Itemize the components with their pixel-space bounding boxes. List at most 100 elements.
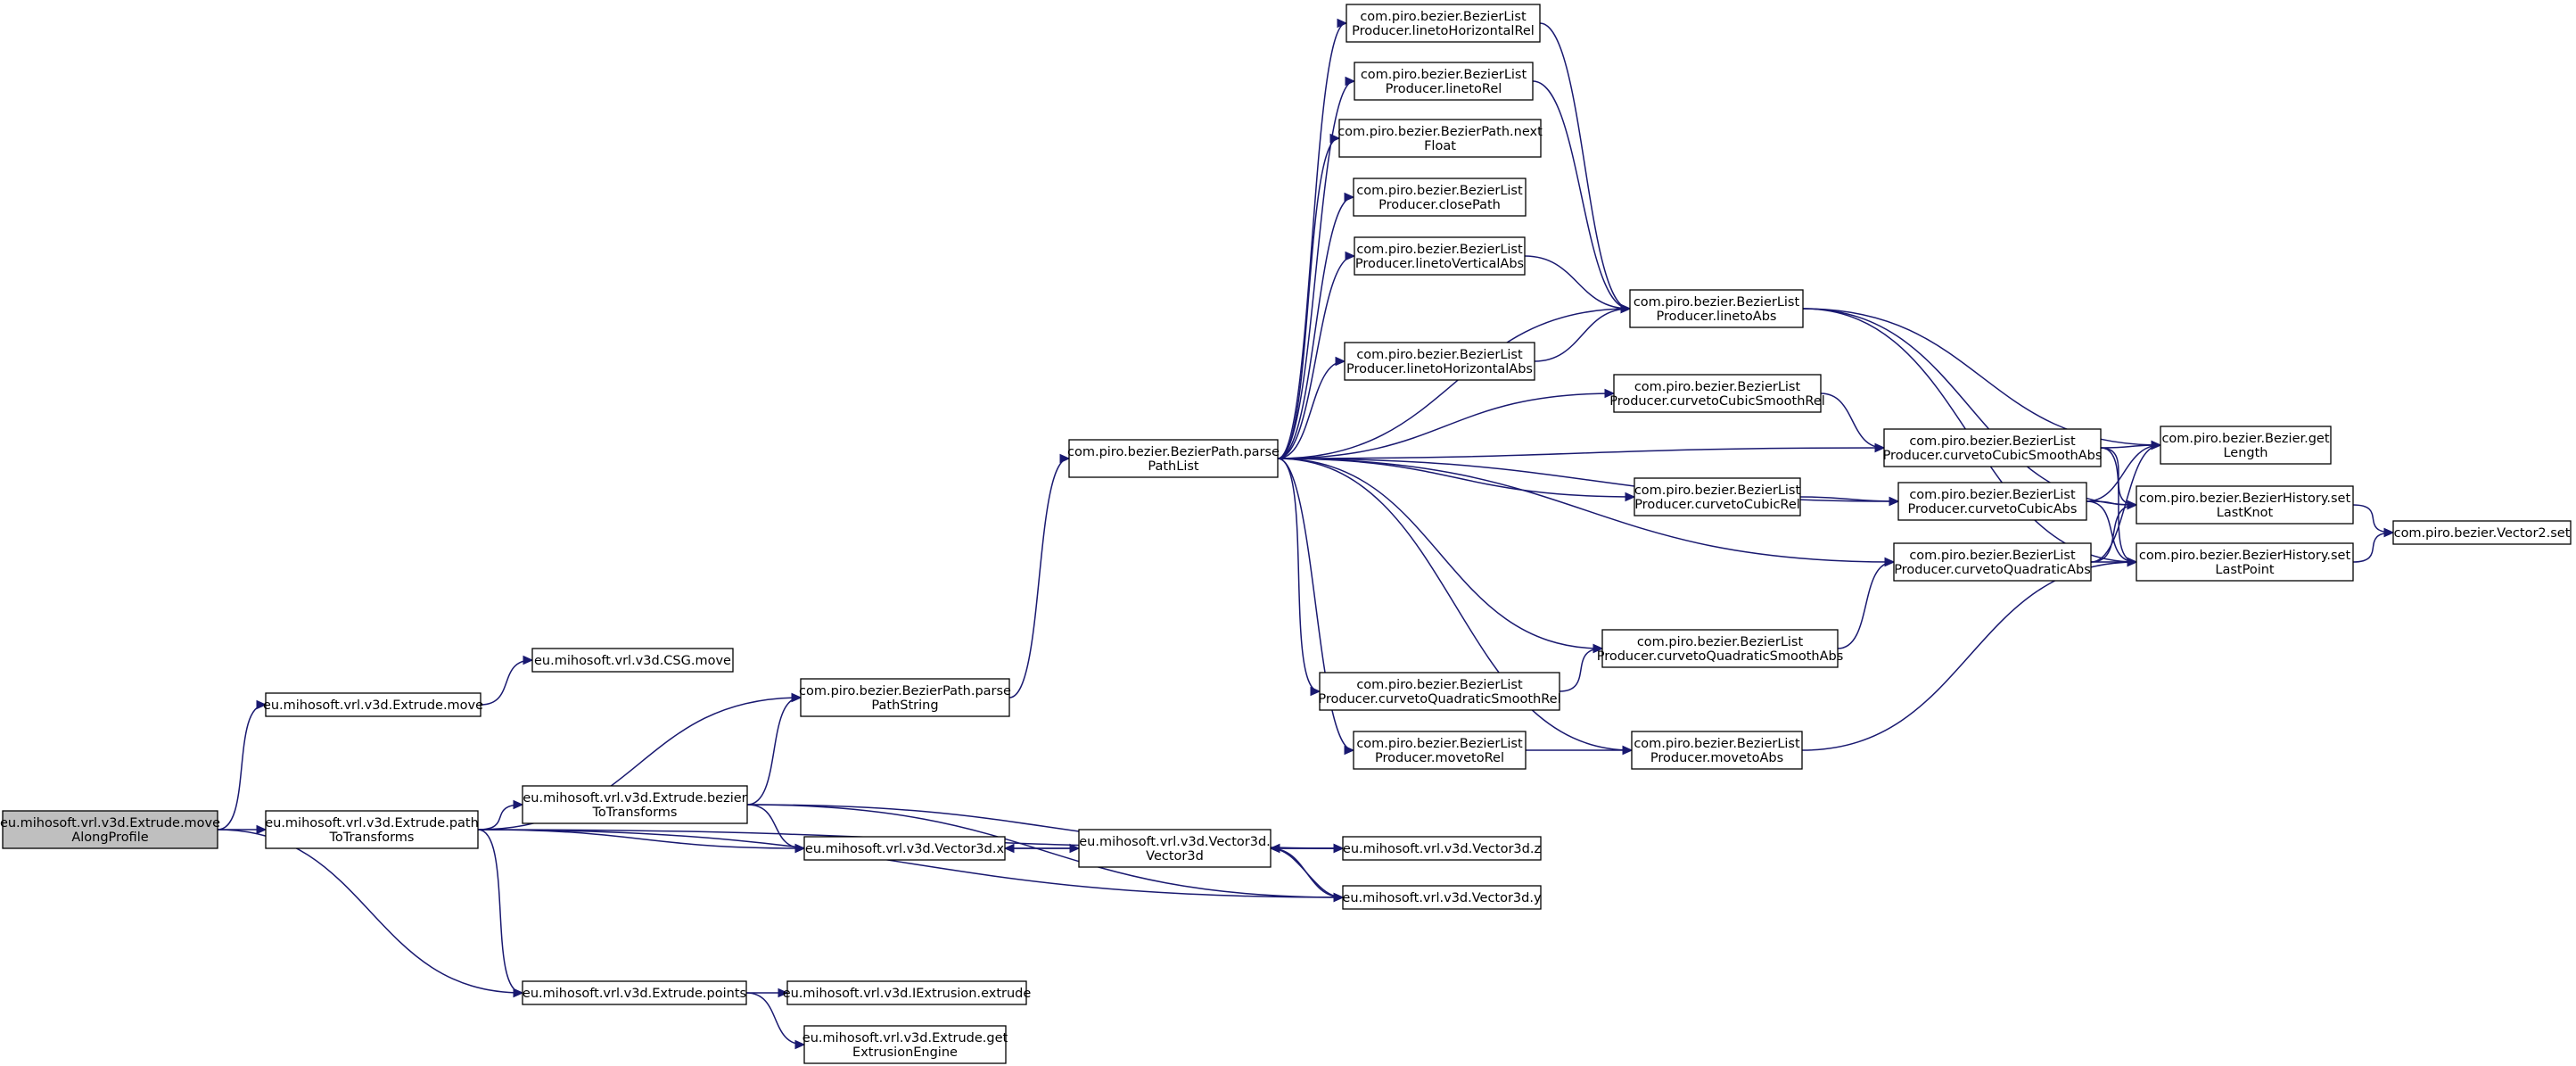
- node-label-line: Producer.linetoHorizontalAbs: [1346, 362, 1533, 376]
- node-label-line: com.piro.bezier.BezierList: [1360, 10, 1527, 24]
- node-label-line: com.piro.bezier.BezierList: [1356, 348, 1523, 362]
- node-close[interactable]: com.piro.bezier.BezierListProducer.close…: [1353, 178, 1527, 217]
- node-lHAbs[interactable]: com.piro.bezier.BezierListProducer.linet…: [1344, 342, 1535, 381]
- node-cQSAbs[interactable]: com.piro.bezier.BezierListProducer.curve…: [1597, 629, 1844, 668]
- node-root[interactable]: eu.mihosoft.vrl.v3d.Extrude.moveAlongPro…: [0, 810, 220, 849]
- edge-bez2t-to-vy: [746, 804, 1343, 898]
- node-points[interactable]: eu.mihosoft.vrl.v3d.Extrude.points: [522, 980, 747, 1005]
- node-lHRel[interactable]: com.piro.bezier.BezierListProducer.linet…: [1346, 4, 1541, 43]
- node-box: [2136, 542, 2354, 582]
- node-p2t[interactable]: eu.mihosoft.vrl.v3d.Extrude.pathToTransf…: [265, 810, 479, 849]
- node-label-line: Producer.linetoHorizontalRel: [1352, 24, 1535, 38]
- node-lAbs[interactable]: com.piro.bezier.BezierListProducer.linet…: [1629, 289, 1804, 328]
- edge-cCRel-to-cCAbs: [1799, 496, 1898, 502]
- node-label-line: eu.mihosoft.vrl.v3d.Extrude.points: [523, 987, 746, 1001]
- edge-bez2t-to-parseStr: [746, 697, 801, 806]
- node-box: [1629, 289, 1804, 328]
- edge-parseList-to-cQSRel: [1277, 458, 1320, 692]
- node-box: [800, 678, 1010, 717]
- edge-lAbs-to-setKnot: [1802, 308, 2136, 506]
- node-label-line: com.piro.bezier.BezierList: [1356, 184, 1523, 198]
- edge-mAbs-to-setPoint: [1801, 561, 2136, 751]
- node-cCRel[interactable]: com.piro.bezier.BezierListProducer.curve…: [1634, 477, 1801, 516]
- edge-arrowhead: [523, 655, 534, 665]
- node-label-line: Vector3d: [1146, 849, 1204, 864]
- edge-arrowhead: [2127, 557, 2138, 567]
- node-bez2t[interactable]: eu.mihosoft.vrl.v3d.Extrude.bezierToTran…: [522, 785, 748, 824]
- edge-arrowhead: [1003, 843, 1015, 854]
- node-label-line: Producer.curvetoCubicSmoothAbs: [1883, 449, 2103, 463]
- node-getEng[interactable]: eu.mihosoft.vrl.v3d.Extrude.getExtrusion…: [802, 1025, 1008, 1064]
- node-label-line: ExtrusionEngine: [852, 1045, 958, 1060]
- node-mAbs[interactable]: com.piro.bezier.BezierListProducer.movet…: [1631, 731, 1803, 770]
- node-vy[interactable]: eu.mihosoft.vrl.v3d.Vector3d.y: [1342, 885, 1542, 910]
- node-label-line: com.piro.bezier.BezierHistory.set: [2139, 492, 2351, 506]
- node-label-line: com.piro.bezier.BezierList: [1361, 68, 1527, 82]
- node-cQAbs[interactable]: com.piro.bezier.BezierListProducer.curve…: [1893, 542, 2092, 582]
- node-box: [1631, 731, 1803, 770]
- node-csgmove[interactable]: eu.mihosoft.vrl.v3d.CSG.move: [531, 648, 734, 673]
- edge-cCAbs-to-getLen: [2086, 444, 2160, 502]
- node-setPoint[interactable]: com.piro.bezier.BezierHistory.setLastPoi…: [2136, 542, 2354, 582]
- node-label-line: Producer.curvetoQuadraticAbs: [1894, 563, 2091, 577]
- edge-arrowhead: [791, 692, 802, 703]
- node-vz[interactable]: eu.mihosoft.vrl.v3d.Vector3d.z: [1342, 836, 1542, 861]
- node-label-line: com.piro.bezier.BezierPath.parse: [799, 684, 1011, 698]
- node-box: [1353, 178, 1527, 217]
- node-label-line: eu.mihosoft.vrl.v3d.Vector3d.x: [805, 842, 1005, 856]
- node-label-line: eu.mihosoft.vrl.v3d.Vector3d.y: [1342, 891, 1542, 905]
- node-lVAbs[interactable]: com.piro.bezier.BezierListProducer.linet…: [1354, 236, 1526, 276]
- node-box: [522, 980, 747, 1005]
- node-box: [265, 810, 479, 849]
- edge-parseList-to-mAbs: [1277, 458, 1632, 751]
- edge-parseList-to-cCSAbs: [1277, 447, 1884, 459]
- edge-setPoint-to-v2set: [2352, 532, 2393, 563]
- node-box: [1346, 4, 1541, 43]
- edge-p2t-to-bez2t: [477, 804, 523, 830]
- node-cCSAbs[interactable]: com.piro.bezier.BezierListProducer.curve…: [1883, 428, 2103, 467]
- node-label-line: eu.mihosoft.vrl.v3d.IExtrusion.extrude: [783, 987, 1032, 1001]
- node-setKnot[interactable]: com.piro.bezier.BezierHistory.setLastKno…: [2136, 485, 2354, 525]
- node-cCSRel[interactable]: com.piro.bezier.BezierListProducer.curve…: [1609, 374, 1825, 413]
- node-label-line: eu.mihosoft.vrl.v3d.Extrude.get: [802, 1031, 1008, 1045]
- node-label-line: Producer.movetoRel: [1375, 751, 1504, 765]
- edge-v3d-to-vy: [1270, 847, 1343, 898]
- edge-arrowhead: [1593, 643, 1604, 654]
- edge-arrowhead: [256, 824, 267, 835]
- node-label-line: Producer.curvetoCubicRel: [1634, 498, 1800, 512]
- edge-layer: [217, 18, 2395, 1050]
- edge-cQSAbs-to-cQAbs: [1837, 561, 1894, 649]
- node-cCAbs[interactable]: com.piro.bezier.BezierListProducer.curve…: [1897, 482, 2087, 521]
- node-label-line: com.piro.bezier.BezierList: [1634, 737, 1800, 751]
- node-box: [1601, 629, 1839, 668]
- node-lRel[interactable]: com.piro.bezier.BezierListProducer.linet…: [1354, 62, 1534, 101]
- node-v2set[interactable]: com.piro.bezier.Vector2.set: [2392, 520, 2572, 545]
- node-iextrude[interactable]: eu.mihosoft.vrl.v3d.IExtrusion.extrude: [783, 980, 1032, 1005]
- node-move[interactable]: eu.mihosoft.vrl.v3d.Extrude.move: [263, 692, 483, 717]
- edge-cQAbs-to-setKnot: [2090, 504, 2136, 563]
- node-box: [1338, 119, 1542, 158]
- node-v3d[interactable]: eu.mihosoft.vrl.v3d.Vector3d.Vector3d: [1078, 829, 1272, 868]
- node-label-line: Producer.curvetoCubicSmoothRel: [1609, 394, 1825, 409]
- node-box: [531, 648, 734, 673]
- node-label-line: com.piro.bezier.BezierList: [1909, 488, 2076, 502]
- node-box: [2160, 426, 2332, 465]
- node-cQSRel[interactable]: com.piro.bezier.BezierListProducer.curve…: [1318, 672, 1561, 711]
- edge-arrowhead: [513, 799, 524, 810]
- node-mRel[interactable]: com.piro.bezier.BezierListProducer.movet…: [1353, 731, 1527, 770]
- node-vx[interactable]: eu.mihosoft.vrl.v3d.Vector3d.x: [803, 836, 1006, 861]
- edge-arrowhead: [1345, 76, 1356, 87]
- node-parseStr[interactable]: com.piro.bezier.BezierPath.parsePathStri…: [799, 678, 1011, 717]
- node-box: [1319, 672, 1560, 711]
- edge-arrowhead: [1620, 303, 1632, 314]
- edge-parseList-to-close: [1277, 196, 1354, 459]
- edge-arrowhead: [1625, 492, 1636, 502]
- node-label-line: Producer.linetoVerticalAbs: [1355, 257, 1524, 271]
- edge-move-to-csgmove: [480, 659, 532, 706]
- node-label-line: Producer.linetoRel: [1386, 82, 1502, 96]
- edge-arrowhead: [1344, 745, 1355, 756]
